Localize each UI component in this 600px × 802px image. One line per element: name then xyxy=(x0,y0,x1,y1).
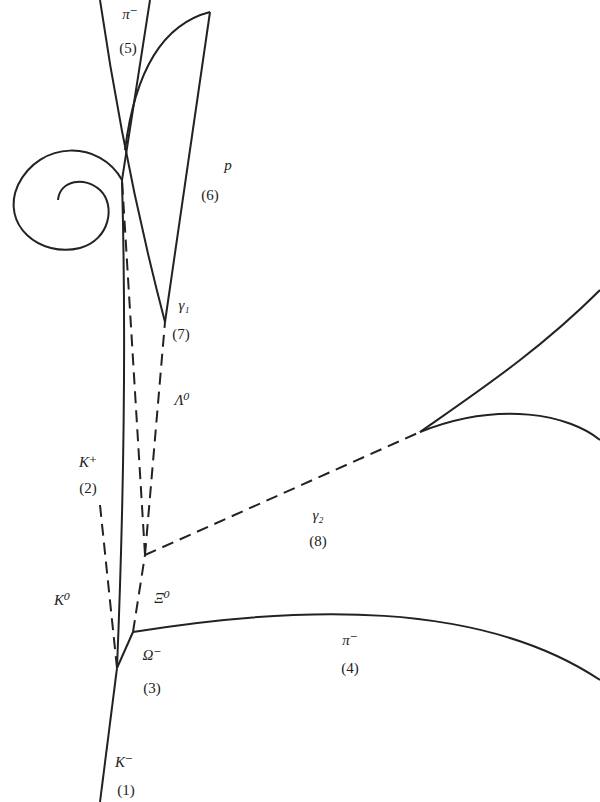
xi-zero-path xyxy=(133,555,145,632)
neutral-kaon-path xyxy=(100,505,117,668)
electron-spiral xyxy=(14,151,122,250)
callout-number: (2) xyxy=(78,480,98,497)
k-minus-track xyxy=(100,668,117,802)
pion-track xyxy=(100,0,165,322)
long-track xyxy=(117,0,150,668)
particle-label: π⁻ xyxy=(341,632,358,649)
callout-number: (6) xyxy=(200,187,220,204)
lambda-path xyxy=(145,322,165,555)
positron-track xyxy=(420,414,600,440)
callout-number: (7) xyxy=(171,326,191,343)
particle-label: p xyxy=(223,157,233,174)
omega-track xyxy=(117,632,133,668)
electron-track xyxy=(125,12,210,150)
particle-label: Λ⁰ xyxy=(173,392,190,409)
gamma-path xyxy=(122,180,145,555)
particle-label: K⁰ xyxy=(53,592,71,609)
particle-label: γ₂ xyxy=(311,507,324,524)
callout-number: (1) xyxy=(116,782,136,799)
particle-label: Ω⁻ xyxy=(142,647,163,664)
callout-number: (4) xyxy=(340,660,360,677)
callout-number: (8) xyxy=(308,533,328,550)
particle-label: π⁻ xyxy=(121,6,138,23)
callout-number: (5) xyxy=(118,40,138,57)
proton-track xyxy=(165,12,210,322)
gamma-path xyxy=(145,432,420,555)
pion-track xyxy=(133,614,600,680)
particle-label: γ₁ xyxy=(177,297,190,314)
electron-track xyxy=(420,290,600,432)
particle-label: K⁺ xyxy=(78,454,98,471)
particle-label: Ξ⁰ xyxy=(153,590,171,607)
particle-label: K⁻ xyxy=(114,754,134,771)
callout-number: (3) xyxy=(142,680,162,697)
